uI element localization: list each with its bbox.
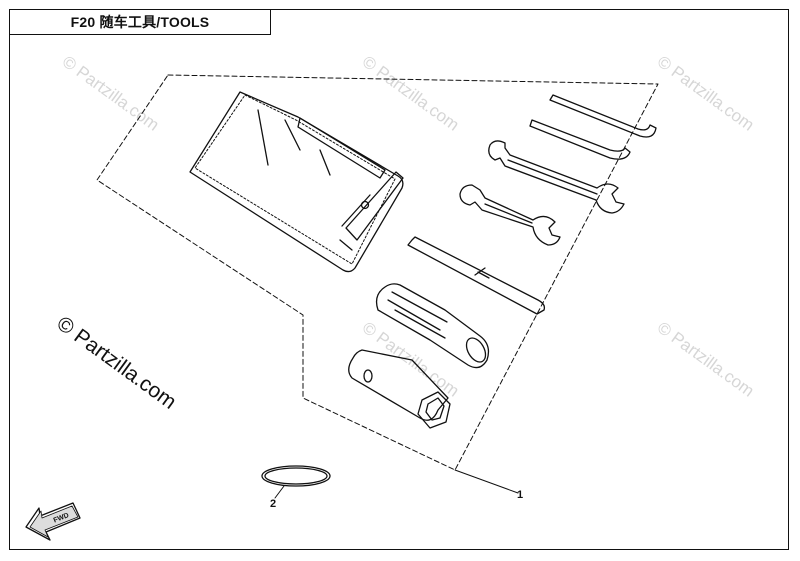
leader-line-1	[454, 469, 519, 494]
tool-pouch-icon	[189, 91, 404, 273]
kit-outline	[96, 74, 659, 471]
callout-1: 1	[517, 489, 523, 501]
ring-icon	[261, 465, 331, 487]
diagram-frame	[9, 9, 789, 550]
hex-key-icon	[529, 94, 657, 160]
fwd-arrow-icon	[25, 502, 81, 541]
leader-line-2	[274, 485, 285, 499]
screwdriver-handle-icon	[375, 283, 490, 369]
callout-2: 2	[270, 498, 276, 510]
wrench-large-icon	[488, 140, 625, 214]
diagram-title: F20 随车工具/TOOLS	[9, 9, 271, 35]
wrench-small-icon	[459, 184, 561, 246]
plug-wrench-icon	[348, 349, 451, 429]
screwdriver-bit-icon	[407, 236, 546, 315]
